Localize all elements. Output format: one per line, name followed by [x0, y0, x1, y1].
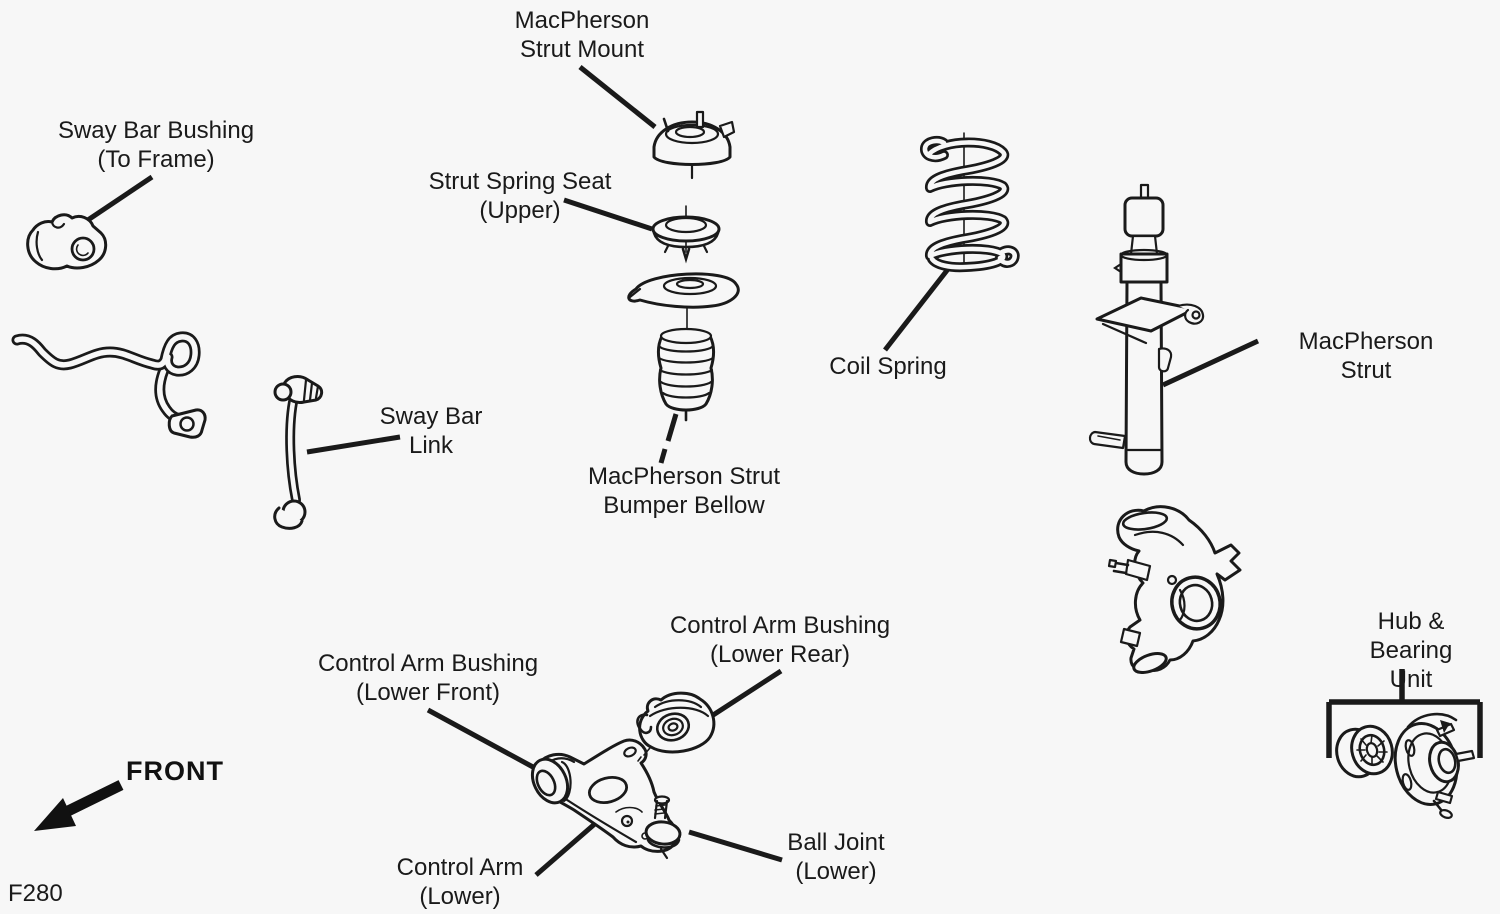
sway-bar-drawing — [11, 331, 207, 439]
figure-code: F280 — [8, 880, 63, 907]
leader-macpherson-strut — [1161, 338, 1260, 388]
sway-bar-bushing-drawing — [26, 213, 108, 271]
leader-sway-bar-link — [306, 434, 401, 455]
label-sway-bar-link: Sway Bar Link — [379, 403, 483, 459]
control-arm-bushing-rear-drawing — [636, 691, 716, 762]
label-ball-joint-lower: Ball Joint (Lower) — [787, 829, 885, 885]
label-macpherson-strut-bumper-bellow: MacPherson Strut Bumper Bellow — [587, 463, 781, 519]
macpherson-strut-drawing — [1088, 183, 1205, 476]
steering-knuckle-drawing — [1107, 505, 1242, 675]
leader-ball-joint — [688, 829, 783, 863]
label-sway-bar-bushing: Sway Bar Bushing (To Frame) — [57, 117, 255, 173]
label-strut-spring-seat-upper: Strut Spring Seat (Upper) — [428, 168, 612, 224]
label-hub-bearing-unit: Hub & Bearing Unit — [1369, 608, 1453, 693]
label-front-direction: FRONT — [126, 756, 224, 786]
label-control-arm-bushing-lower-front: Control Arm Bushing (Lower Front) — [317, 650, 539, 706]
label-macpherson-strut-mount: MacPherson Strut Mount — [514, 7, 650, 63]
label-coil-spring: Coil Spring — [829, 353, 947, 380]
leader-bumper-bellow — [658, 413, 679, 464]
control-arm-drawing — [530, 691, 716, 860]
leader-strut-spring-seat — [563, 197, 653, 232]
hub-bearing-bracket — [1326, 669, 1483, 758]
label-macpherson-strut: MacPherson Strut — [1298, 328, 1434, 384]
sway-bar-link-drawing — [273, 375, 324, 530]
leader-control-arm-bushing-rear — [705, 668, 783, 722]
front-direction-arrow — [34, 780, 124, 831]
leader-coil-spring — [883, 262, 954, 352]
bearing-drawing — [1335, 724, 1394, 779]
coil-spring-drawing — [920, 132, 1020, 273]
control-arm-bushing-front-drawing — [530, 757, 572, 805]
label-control-arm-lower: Control Arm (Lower) — [396, 854, 524, 910]
ball-joint-drawing — [644, 795, 682, 860]
strut-mount-drawing — [652, 110, 736, 180]
label-control-arm-bushing-lower-rear: Control Arm Bushing (Lower Rear) — [669, 612, 891, 668]
leader-control-arm — [534, 820, 599, 877]
strut-spring-seat-drawing — [651, 205, 721, 264]
leader-strut-mount — [578, 65, 657, 129]
leader-control-arm-bushing-front — [426, 707, 535, 770]
hub-bearing-unit-drawing — [1326, 669, 1483, 819]
leader-lines — [62, 65, 1260, 877]
bumper-bellow-drawing — [627, 272, 740, 422]
hub-drawing — [1393, 712, 1476, 819]
